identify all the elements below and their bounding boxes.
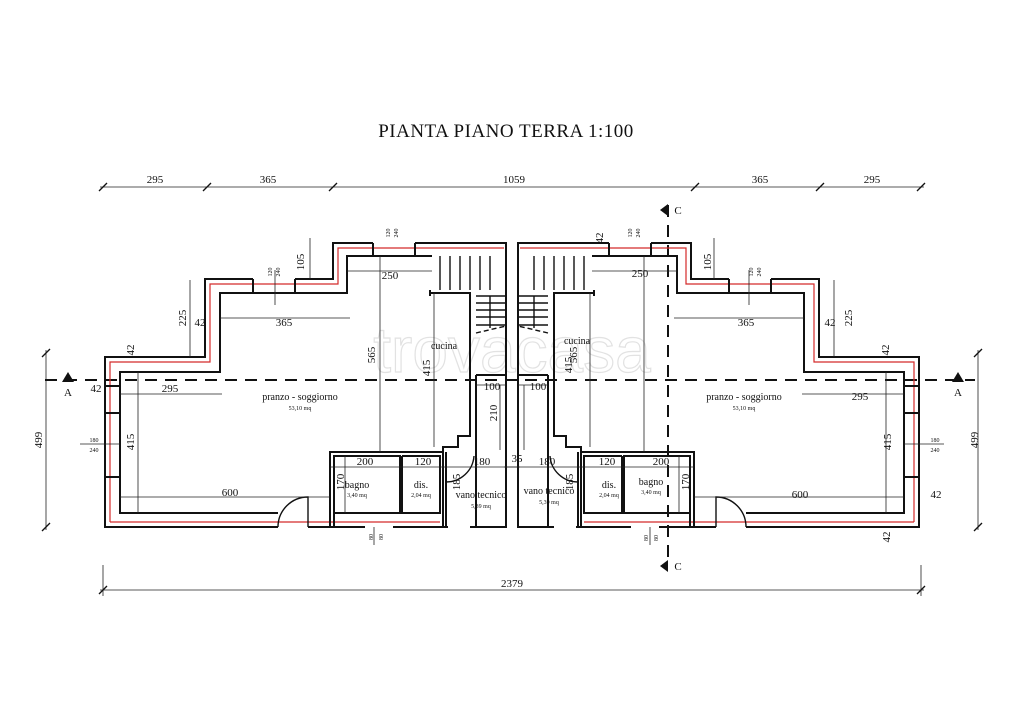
dimension-label: 42 [195,317,206,329]
dimension-label: 240 [90,448,99,454]
room-bagno-area-right: 3,40 mq [641,490,661,496]
section-marker-c-bottom: C [660,560,682,573]
dimension-label: 415 [125,433,137,450]
unit-left-labels: cucina pranzo - soggiorno 53,10 mq bagno… [90,229,524,541]
watermark: trovacasa [373,314,651,386]
bottom-dimension: 2379 [98,565,926,596]
room-vano-area-left: 5,39 mq [471,504,491,510]
dimension-label: 42 [594,233,606,244]
dimension-label: 80 [644,535,650,541]
dimension-label: 42 [91,383,102,395]
dimension-label: 105 [702,253,714,270]
dimension-label: 240 [276,268,282,277]
dimension-label: 42 [931,489,942,501]
dimension-label: 80 [369,534,375,540]
dimension-label: C [674,205,681,217]
dimension-label: 240 [931,448,940,454]
unit-right-labels: cucina pranzo - soggiorno 53,10 mq bagno… [524,229,942,543]
room-vano-area-right: 5,39 mq [539,500,559,506]
dimension-label: 120 [415,456,432,468]
dimension-label: 180 [474,456,491,468]
room-vano-right: vano tecnico [524,486,575,497]
dimension-label: 250 [382,270,399,282]
dimension-label: 600 [222,487,239,499]
dimension-label: 42 [825,317,836,329]
dimension-label: 120 [386,229,392,238]
dimension-label: 415 [563,356,575,373]
dimension-label: 200 [653,456,670,468]
dim-right-height: 499 [969,431,981,448]
dimension-label: 100 [484,381,501,393]
dimension-label: 42 [881,532,893,543]
dimension-label: 80 [654,535,660,541]
dimension-label: 225 [843,309,855,326]
section-marker-c-top: C [660,204,682,217]
room-bagno-area-left: 3,40 mq [347,493,367,499]
dimension-label: 42 [125,345,137,356]
dimension-label: 180 [539,456,556,468]
dimension-label: 180 [90,438,99,444]
dimension-label: 565 [568,346,580,363]
dimension-label: 170 [680,473,692,490]
room-dis-left: dis. [414,480,428,491]
dimension-label: 295 [852,391,869,403]
dimension-label: 565 [366,346,378,363]
dimension-label: A [954,387,962,399]
dim-top-4: 365 [752,174,769,186]
dimension-label: 415 [882,433,894,450]
room-dis-area-right: 2,04 mq [599,493,619,499]
page-title: PIANTA PIANO TERRA 1:100 [378,121,634,142]
dimension-label: 295 [162,383,179,395]
dimension-label: 100 [530,381,547,393]
dimension-label: 185 [451,473,463,490]
room-living-area-left: 53,10 mq [289,406,312,412]
dimension-label: 210 [488,404,500,421]
room-cucina-left: cucina [431,341,458,352]
section-marker-a-right: A [952,372,964,399]
dimension-label: 225 [177,309,189,326]
dimension-label: 185 [564,473,576,490]
dimension-label: 120 [599,456,616,468]
dimension-label: 600 [792,489,809,501]
room-bagno-left: bagno [345,480,369,491]
section-marker-a-left: A [62,372,74,399]
dimension-label: 365 [276,317,293,329]
room-dis-right: dis. [602,480,616,491]
dimension-label: 35 [512,453,524,465]
dim-top-5: 295 [864,174,881,186]
dimension-label: 170 [335,473,347,490]
dimension-label: 250 [632,268,649,280]
dimension-label: 200 [357,456,374,468]
dimension-label: C [674,561,681,573]
room-bagno-right: bagno [639,477,663,488]
dimension-label: 80 [379,534,385,540]
dimension-label: 42 [880,345,892,356]
room-living-area-right: 53,10 mq [733,406,756,412]
dimension-label: 240 [636,229,642,238]
side-dimensions: 499 499 [33,348,983,532]
dimension-label: 105 [295,253,307,270]
dim-left-height: 499 [33,431,45,448]
dim-top-3: 1059 [503,174,526,186]
unit-left-walls [80,238,520,545]
room-cucina-right: cucina [564,336,591,347]
room-vano-left: vano tecnico [456,490,507,501]
dimension-label: 240 [757,268,763,277]
dimension-label: 120 [628,229,634,238]
dim-top-2: 365 [260,174,277,186]
room-living-left: pranzo - soggiorno [262,392,338,403]
dimension-label: A [64,387,72,399]
dimension-label: 120 [268,268,274,277]
dimension-label: 365 [738,317,755,329]
dimension-label: 415 [421,359,433,376]
dim-bottom-total: 2379 [501,578,524,590]
dimension-label: 240 [394,229,400,238]
room-living-right: pranzo - soggiorno [706,392,782,403]
dimension-label: 180 [931,438,940,444]
top-dimension-chain: 295 365 1059 365 295 [98,174,926,192]
room-dis-area-left: 2,04 mq [411,493,431,499]
dim-top-1: 295 [147,174,164,186]
dimension-label: 120 [749,268,755,277]
